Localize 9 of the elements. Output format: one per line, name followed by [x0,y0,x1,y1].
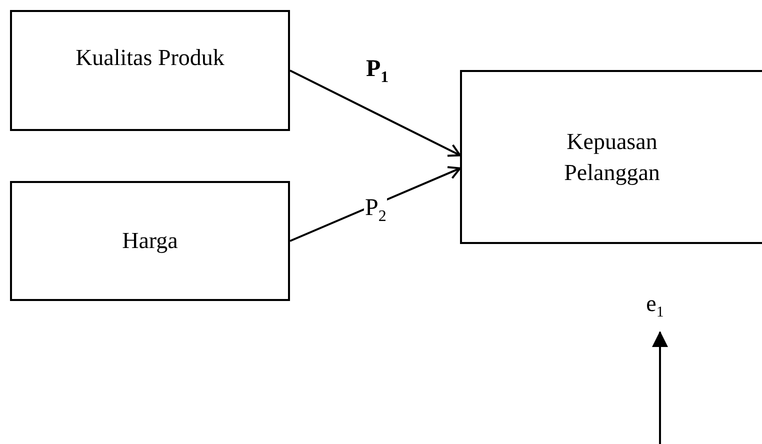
variable-box [10,181,290,301]
arrow [290,70,461,157]
variable-label: Kepuasan Pelanggan [563,128,661,187]
variable-label: Harga [122,227,178,256]
variable-box [10,10,290,131]
variable-label: Kualitas Produk [76,44,224,72]
arrow [652,331,668,444]
error-term-label: e$_{1}$ [646,290,664,322]
variable-box [460,70,762,244]
